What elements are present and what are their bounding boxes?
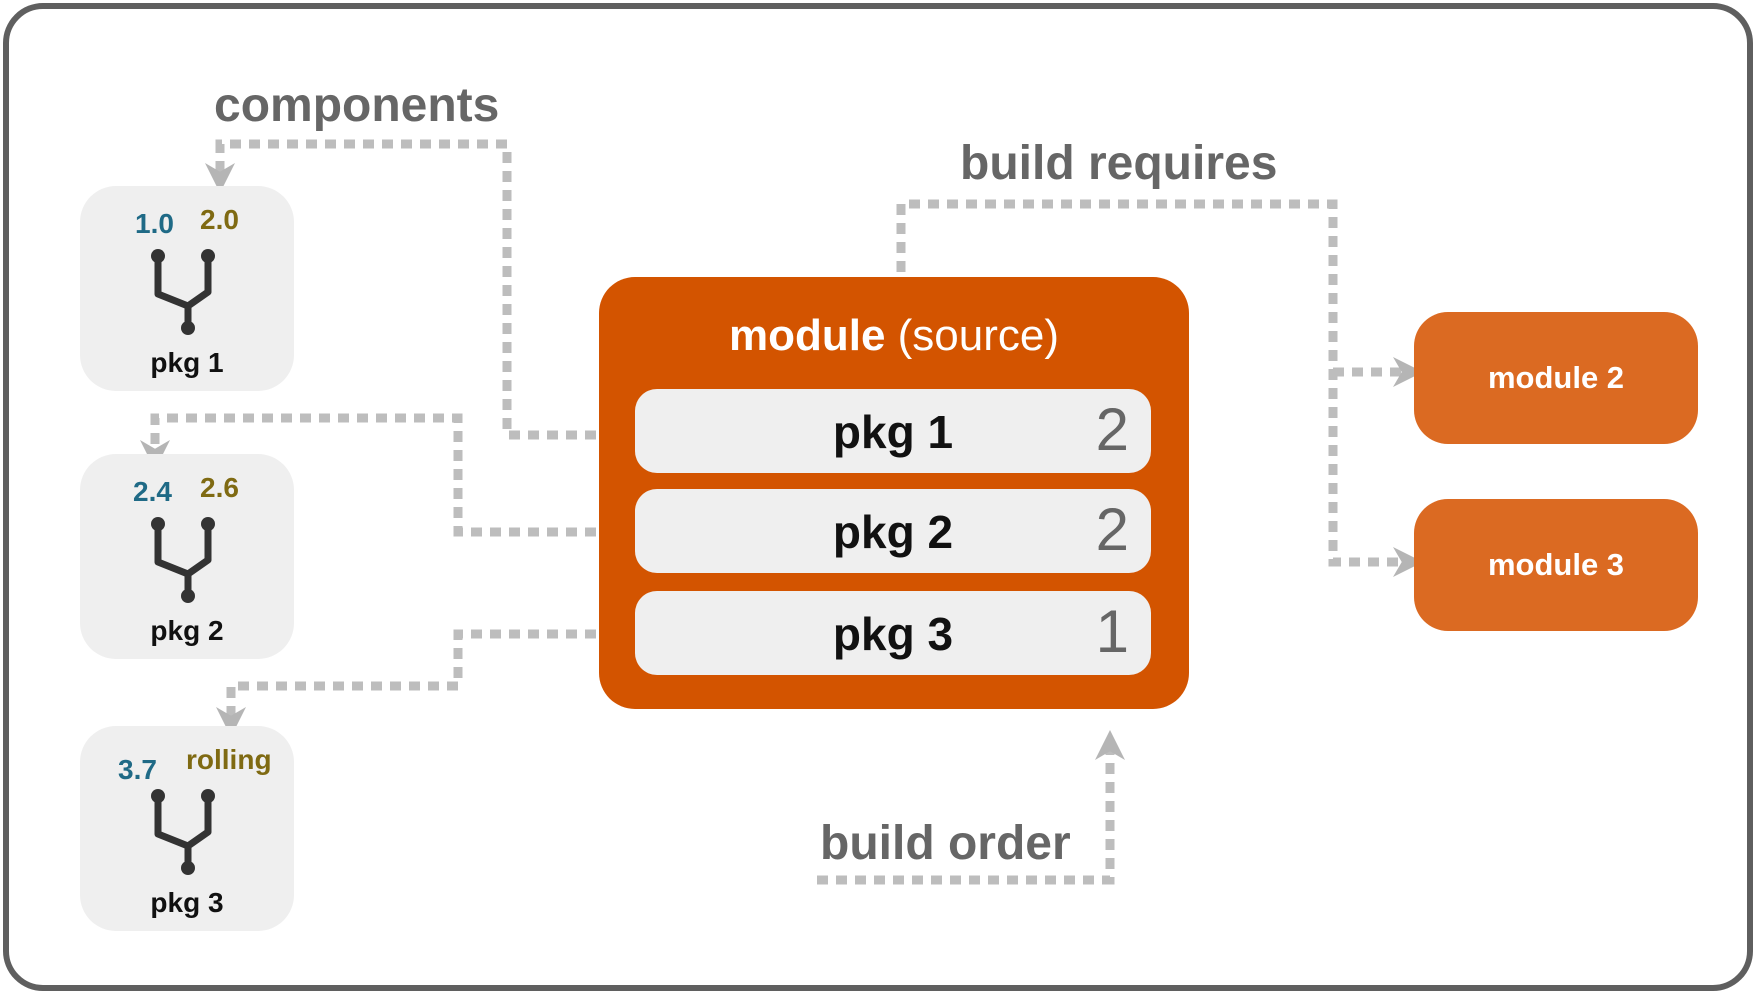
version-stream-left: 1.0 [135, 208, 174, 239]
branch-icon [151, 789, 215, 875]
package-box-1: 1.0 2.0 pkg 1 [80, 186, 294, 391]
module-row-pkg1: pkg 1 2 [635, 389, 1151, 473]
version-stream-right: 2.0 [200, 204, 239, 235]
build-order-label: build order [820, 817, 1071, 870]
version-stream-left: 2.4 [133, 476, 172, 507]
components-label: components [214, 79, 500, 132]
row-package-name: pkg 3 [832, 608, 954, 660]
row-build-order: 2 [1095, 496, 1129, 563]
module-title-rest: (source) [897, 311, 1060, 360]
dependency-module-3: module 3 [1414, 499, 1698, 631]
module-title: module (source) [599, 311, 1189, 361]
row-package-name: pkg 2 [832, 506, 954, 558]
dependency-module-2: module 2 [1414, 312, 1698, 444]
row-package-name: pkg 1 [832, 406, 954, 458]
source-module: module (source) pkg 1 2 pkg 2 2 pkg 3 1 [599, 277, 1189, 709]
branch-icon [151, 249, 215, 335]
version-stream-right: 2.6 [200, 472, 239, 503]
package-name: pkg 1 [150, 347, 224, 378]
branch-icon [151, 517, 215, 603]
module-row-pkg3: pkg 3 1 [635, 591, 1151, 675]
package-box-2: 2.4 2.6 pkg 2 [80, 454, 294, 659]
package-name: pkg 3 [150, 887, 224, 918]
connector-pkg3 [216, 629, 634, 737]
dependency-module-label: module 2 [1487, 360, 1625, 395]
connector-pkg2 [140, 413, 634, 537]
package-name: pkg 2 [150, 615, 224, 646]
version-stream-right: rolling [186, 744, 272, 775]
package-box-3: 3.7 rolling pkg 3 [80, 726, 294, 931]
module-row-pkg2: pkg 2 2 [635, 489, 1151, 573]
build-requires-label: build requires [960, 137, 1278, 190]
version-stream-left: 3.7 [118, 754, 157, 785]
module-title-bold: module [728, 311, 886, 360]
row-build-order: 2 [1095, 396, 1129, 463]
connector-build-order [817, 730, 1125, 885]
connector-build-requires [896, 199, 1423, 577]
dependency-module-label: module 3 [1487, 547, 1625, 582]
connector-pkg1 [205, 139, 634, 440]
row-build-order: 1 [1095, 598, 1129, 665]
